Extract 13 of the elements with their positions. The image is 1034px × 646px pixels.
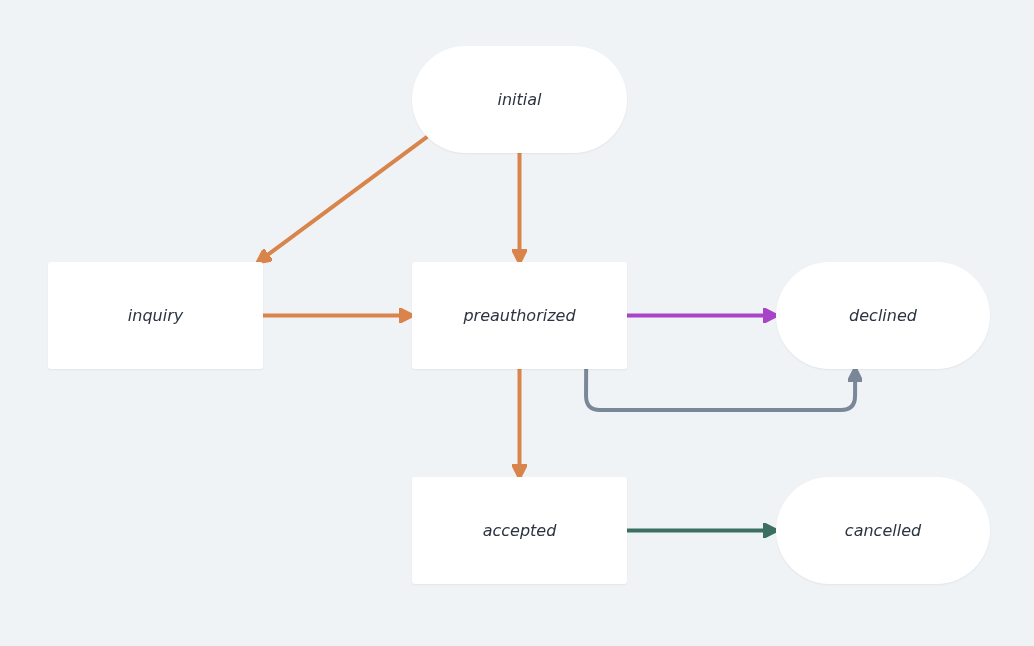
arrow (510, 367, 529, 480)
state-label: accepted (482, 521, 557, 540)
state-label: preauthorized (463, 306, 576, 325)
arrow (255, 134, 430, 265)
state-label: cancelled (844, 521, 922, 540)
arrow (510, 151, 529, 265)
arrow (584, 366, 864, 412)
state-label: inquiry (127, 306, 184, 325)
state-box (48, 262, 263, 369)
state-box (412, 262, 627, 369)
state-label: declined (849, 306, 917, 325)
state-box (412, 477, 627, 584)
state-label: initial (497, 90, 542, 109)
